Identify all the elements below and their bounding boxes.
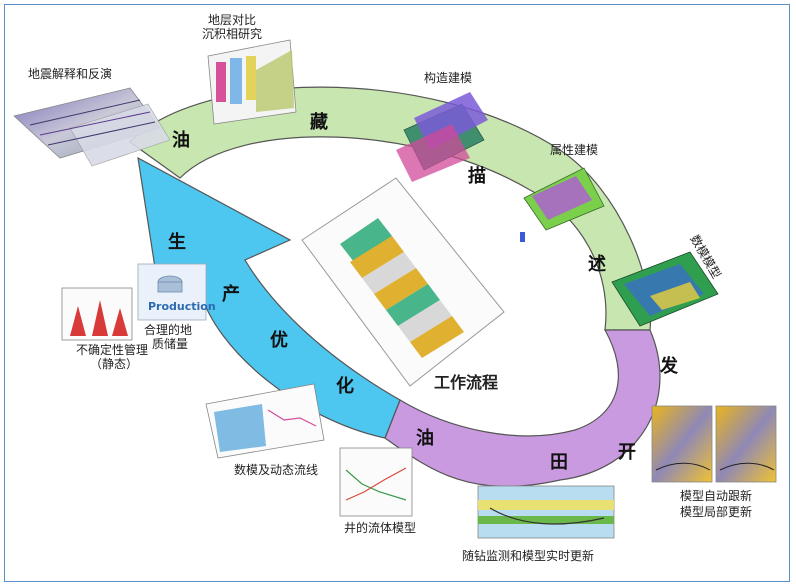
label-seismic-interpretation: 地震解释和反演 bbox=[28, 66, 112, 81]
ring-char-reservoir-1: 油 bbox=[172, 129, 190, 151]
production-card-caption-line2: 质储量 bbox=[152, 336, 188, 351]
realtime-drilling-image bbox=[477, 485, 615, 539]
label-uncertainty-line2: （静态） bbox=[90, 357, 138, 371]
numerical-model-image bbox=[611, 251, 719, 327]
production-card bbox=[137, 263, 207, 321]
oilfield-development-band bbox=[384, 329, 661, 487]
label-dynamic-streamline: 数模及动态流线 bbox=[234, 462, 318, 477]
center-workflow-label: 工作流程 bbox=[434, 373, 498, 392]
well-fluid-chart-image bbox=[339, 447, 413, 517]
label-stratigraphy-line2: 沉积相研究 bbox=[202, 26, 262, 41]
seismic-image bbox=[13, 87, 171, 167]
workflow-screenshot bbox=[301, 177, 505, 387]
label-uncertainty-line1: 不确定性管理 bbox=[76, 342, 148, 357]
structural-model-image bbox=[396, 92, 488, 182]
ring-char-development-4: 油 bbox=[416, 427, 434, 449]
diagram-frame bbox=[4, 4, 790, 582]
uncertainty-histogram-image bbox=[61, 287, 133, 341]
production-card-word: Production bbox=[148, 300, 216, 313]
stratigraphy-image bbox=[207, 39, 297, 125]
ring-char-reservoir-3: 描 bbox=[468, 165, 486, 187]
label-well-fluid-model: 井的流体模型 bbox=[344, 520, 416, 535]
ring-char-development-1: 发 bbox=[659, 355, 679, 377]
ring-char-reservoir-4: 述 bbox=[588, 254, 606, 275]
property-model-image bbox=[520, 167, 605, 242]
label-stratigraphy-line1: 地层对比 bbox=[208, 13, 256, 27]
ring-char-production-1: 生 bbox=[168, 231, 186, 253]
label-realtime-drilling: 随钻监测和模型实时更新 bbox=[462, 548, 594, 563]
production-card-caption-line1: 合理的地 bbox=[144, 322, 192, 337]
ring-char-production-2: 产 bbox=[222, 283, 240, 305]
label-structural-modeling: 构造建模 bbox=[424, 70, 472, 85]
model-update-maps-image bbox=[651, 405, 777, 483]
label-property-modeling: 属性建模 bbox=[550, 143, 598, 157]
ring-char-production-3: 优 bbox=[270, 329, 288, 351]
ring-char-development-2: 开 bbox=[618, 442, 636, 463]
ring-char-development-3: 田 bbox=[550, 452, 568, 473]
ring-char-reservoir-2: 藏 bbox=[310, 112, 328, 133]
label-auto-update-line2: 模型局部更新 bbox=[680, 504, 752, 519]
label-auto-update-line1: 模型自动跟新 bbox=[680, 488, 752, 503]
ring-char-production-4: 化 bbox=[336, 375, 354, 397]
dynamic-streamline-image bbox=[205, 383, 325, 459]
